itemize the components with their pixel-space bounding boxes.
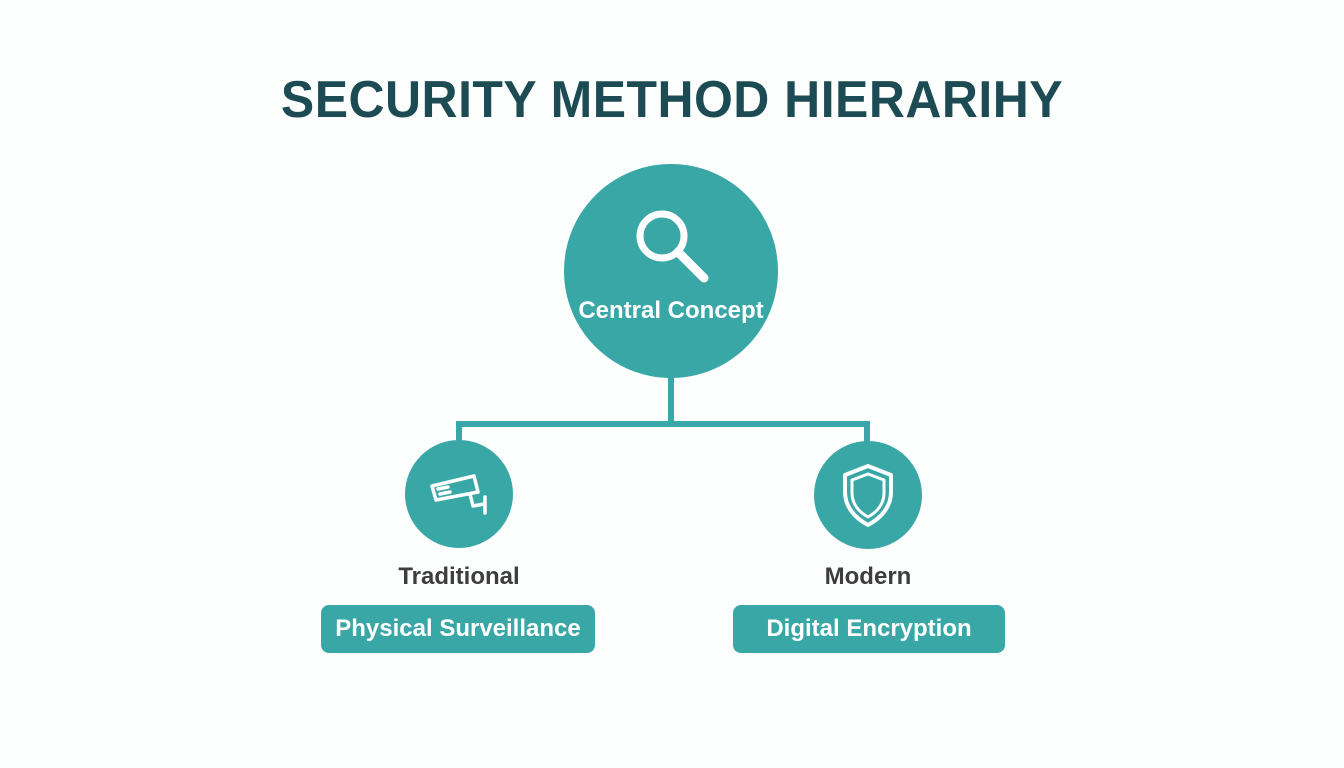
traditional-node [405,440,513,548]
branch-category-traditional: Traditional [398,563,520,590]
modern-node [814,441,922,549]
central-node: Central Concept [564,164,778,378]
security-camera-icon [430,474,487,515]
method-pill-digital-encryption: Digital Encryption [733,605,1005,653]
method-pill-physical-surveillance: Physical Surveillance [321,605,595,653]
diagram-title: SECURITY METHOD HIERARIHY [280,71,1064,129]
shield-icon [843,464,893,527]
magnifying-glass-icon [636,210,709,283]
branch-category-modern: Modern [824,563,912,590]
central-node-label: Central Concept [578,297,764,324]
